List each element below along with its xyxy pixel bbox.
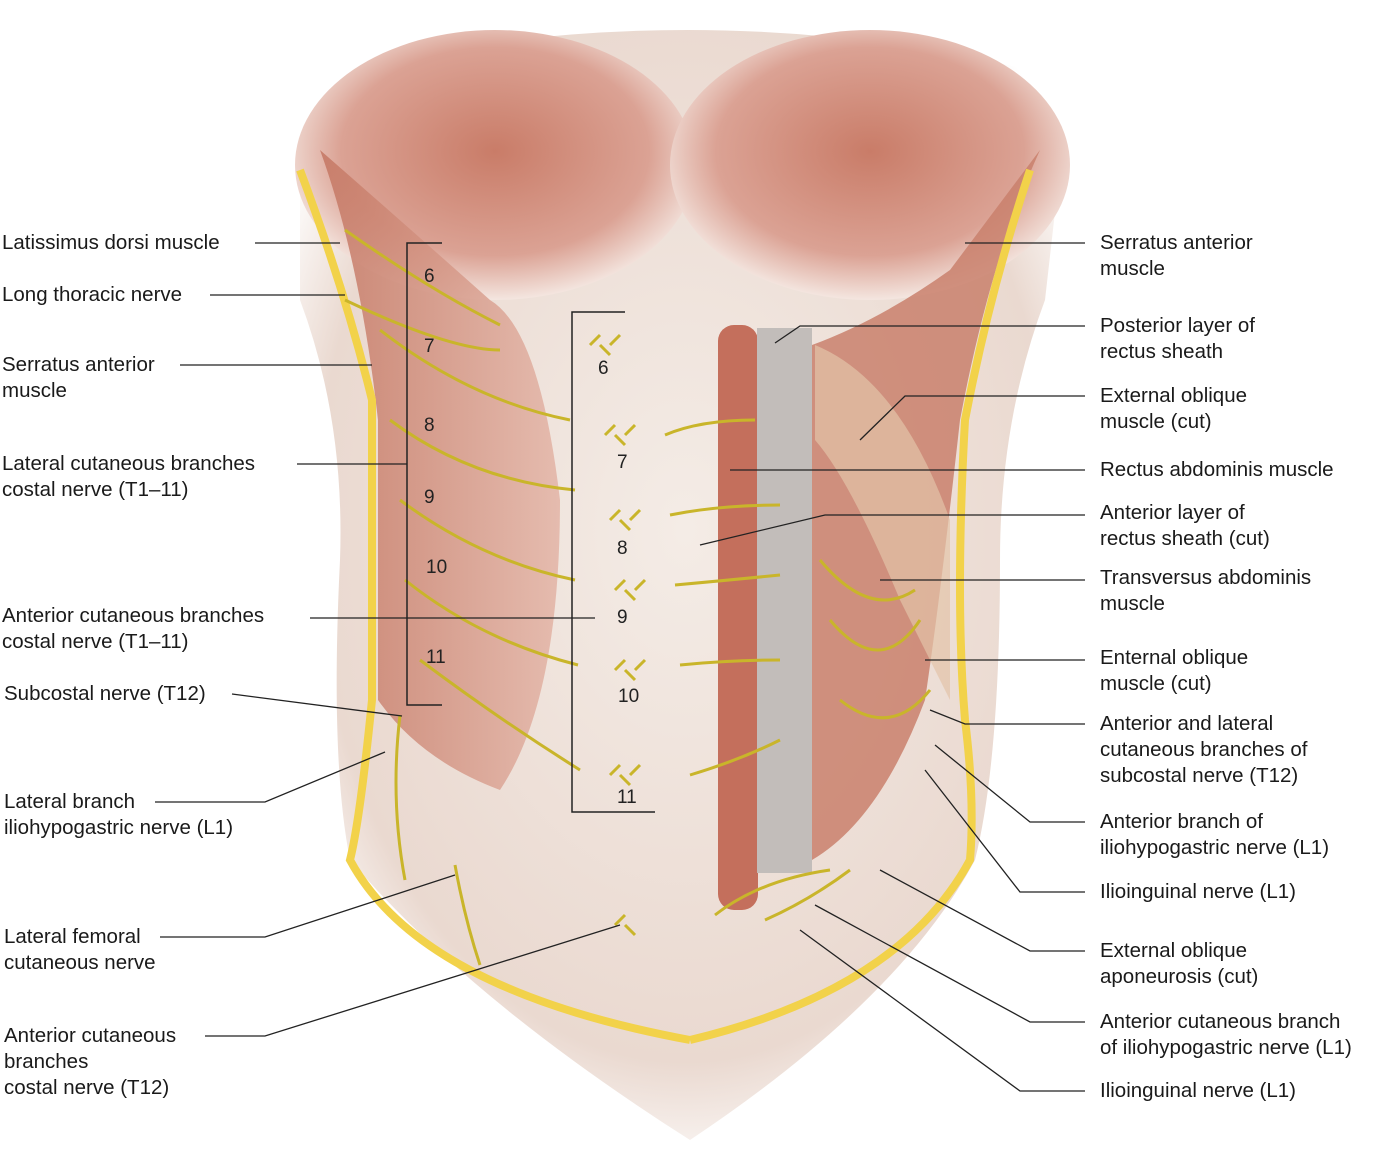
anterior-segment-9: 9 [617, 607, 628, 628]
label-subcostal-nerve: Subcostal nerve (T12) [4, 682, 206, 705]
external-oblique-cut [815, 345, 950, 700]
anterior-segment-11: 11 [617, 787, 637, 808]
nerve-branches [344, 228, 932, 966]
label-ilioinguinal-nerve-upper: Ilioinguinal nerve (L1) [1100, 880, 1297, 903]
lateral-segment-7: 7 [424, 336, 435, 357]
leader-lines [155, 242, 1085, 1092]
anterior-bracket [571, 311, 655, 813]
anterior-segment-6: 6 [598, 358, 609, 379]
lateral-bracket [406, 242, 442, 706]
lateral-segment-8: 8 [424, 415, 435, 436]
posterior-rectus-sheath [757, 328, 812, 873]
lateral-segment-9: 9 [424, 487, 435, 508]
rectus-abdominis [718, 325, 758, 910]
left-abdominal-muscles [320, 150, 560, 790]
label-long-thoracic-nerve: Long thoracic nerve [2, 283, 183, 306]
anterior-segment-8: 8 [617, 538, 628, 559]
anterior-segment-7: 7 [617, 452, 628, 473]
lateral-segment-6: 6 [424, 266, 435, 287]
brackets [406, 242, 655, 813]
label-latissimus-dorsi: Latissimus dorsi muscle [2, 231, 220, 254]
label-ilioinguinal-nerve-lower: Ilioinguinal nerve (L1) [1100, 1079, 1297, 1102]
lateral-segment-11: 11 [426, 647, 446, 668]
lateral-segment-10: 10 [426, 557, 448, 578]
left-fat-border [296, 168, 691, 1044]
right-fat-border [689, 168, 1034, 1044]
label-rectus-abdominis: Rectus abdominis muscle [1100, 458, 1334, 481]
anterior-segment-10: 10 [618, 686, 640, 707]
right-breast [670, 30, 1070, 300]
